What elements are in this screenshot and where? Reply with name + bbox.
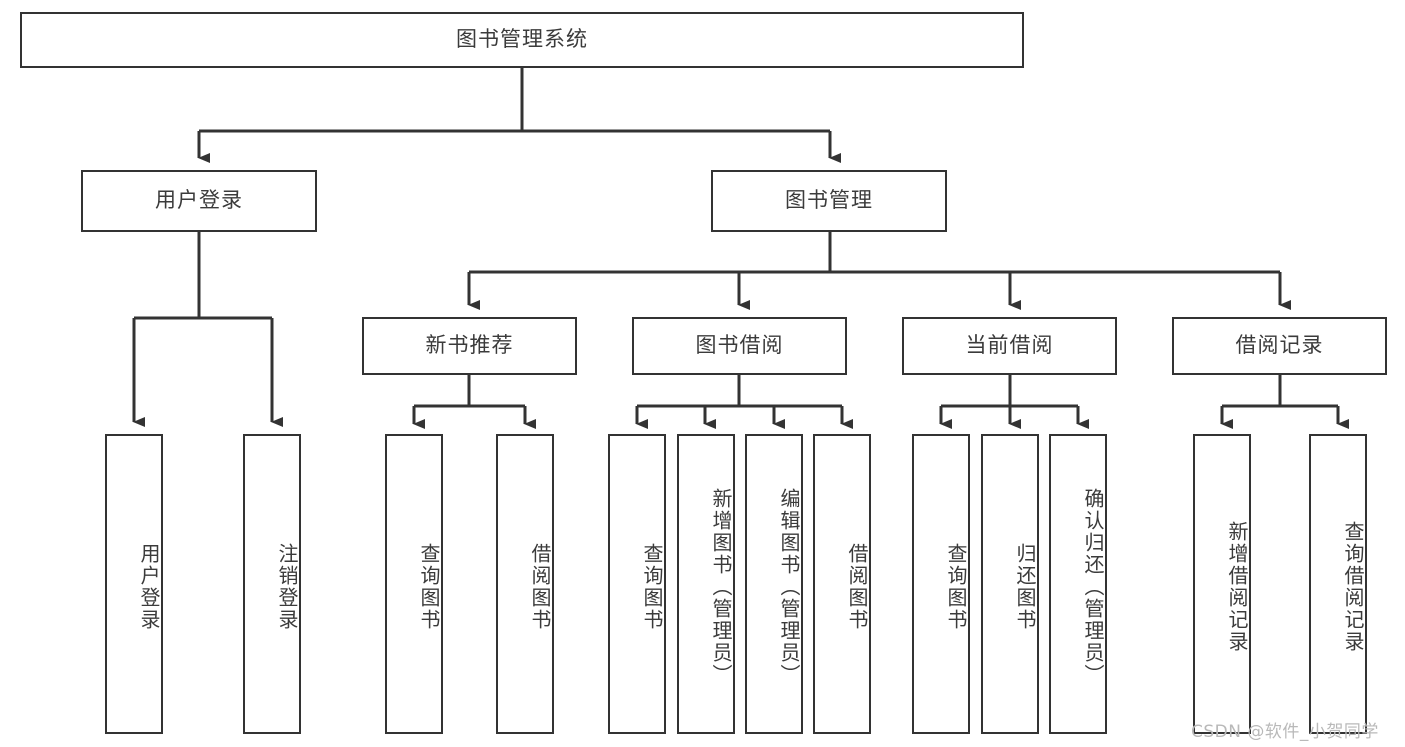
node-leaf-user-login-label: 用户登录 <box>137 543 161 631</box>
node-leaf-return-book[interactable]: 归还图书 <box>981 434 1039 734</box>
node-leaf-add-record[interactable]: 新增借阅记录 <box>1193 434 1251 734</box>
node-current-borrow[interactable]: 当前借阅 <box>902 317 1117 375</box>
node-leaf-query-book-1[interactable]: 查询图书 <box>385 434 443 734</box>
node-leaf-logout[interactable]: 注销登录 <box>243 434 301 734</box>
node-leaf-add-book[interactable]: 新增图书（管理员） <box>677 434 735 734</box>
node-leaf-user-login[interactable]: 用户登录 <box>105 434 163 734</box>
node-book-manage-label: 图书管理 <box>785 188 873 213</box>
node-current-borrow-label: 当前借阅 <box>965 333 1054 358</box>
node-leaf-borrow-book-1-label: 借阅图书 <box>528 543 552 631</box>
node-leaf-query-book-3[interactable]: 查询图书 <box>912 434 970 734</box>
node-book-manage[interactable]: 图书管理 <box>711 170 947 232</box>
node-root[interactable]: 图书管理系统 <box>20 12 1024 68</box>
node-leaf-edit-book[interactable]: 编辑图书（管理员） <box>745 434 803 734</box>
node-leaf-query-book-2[interactable]: 查询图书 <box>608 434 666 734</box>
node-book-borrow-label: 图书借阅 <box>695 333 784 358</box>
node-leaf-return-book-label: 归还图书 <box>1013 543 1037 631</box>
node-new-book-recommend[interactable]: 新书推荐 <box>362 317 577 375</box>
node-leaf-logout-label: 注销登录 <box>275 543 299 631</box>
node-borrow-record[interactable]: 借阅记录 <box>1172 317 1387 375</box>
node-new-book-recommend-label: 新书推荐 <box>425 333 514 358</box>
node-user-login[interactable]: 用户登录 <box>81 170 317 232</box>
node-leaf-query-book-3-label: 查询图书 <box>944 543 968 631</box>
node-leaf-query-record-label: 查询借阅记录 <box>1341 521 1365 653</box>
node-book-borrow[interactable]: 图书借阅 <box>632 317 847 375</box>
node-leaf-confirm-return[interactable]: 确认归还（管理员） <box>1049 434 1107 734</box>
node-leaf-query-record[interactable]: 查询借阅记录 <box>1309 434 1367 734</box>
node-root-label: 图书管理系统 <box>456 27 588 52</box>
node-leaf-borrow-book-2-label: 借阅图书 <box>845 543 869 631</box>
node-borrow-record-label: 借阅记录 <box>1235 333 1324 358</box>
node-leaf-edit-book-label: 编辑图书（管理员） <box>777 488 801 686</box>
node-leaf-confirm-return-label: 确认归还（管理员） <box>1081 488 1105 686</box>
node-leaf-add-record-label: 新增借阅记录 <box>1225 521 1249 653</box>
node-leaf-query-book-1-label: 查询图书 <box>417 543 441 631</box>
node-leaf-add-book-label: 新增图书（管理员） <box>709 488 733 686</box>
node-leaf-borrow-book-2[interactable]: 借阅图书 <box>813 434 871 734</box>
node-leaf-query-book-2-label: 查询图书 <box>640 543 664 631</box>
node-leaf-borrow-book-1[interactable]: 借阅图书 <box>496 434 554 734</box>
node-user-login-label: 用户登录 <box>155 188 243 213</box>
csdn-watermark: CSDN @软件_小贺同学 <box>1191 722 1379 742</box>
